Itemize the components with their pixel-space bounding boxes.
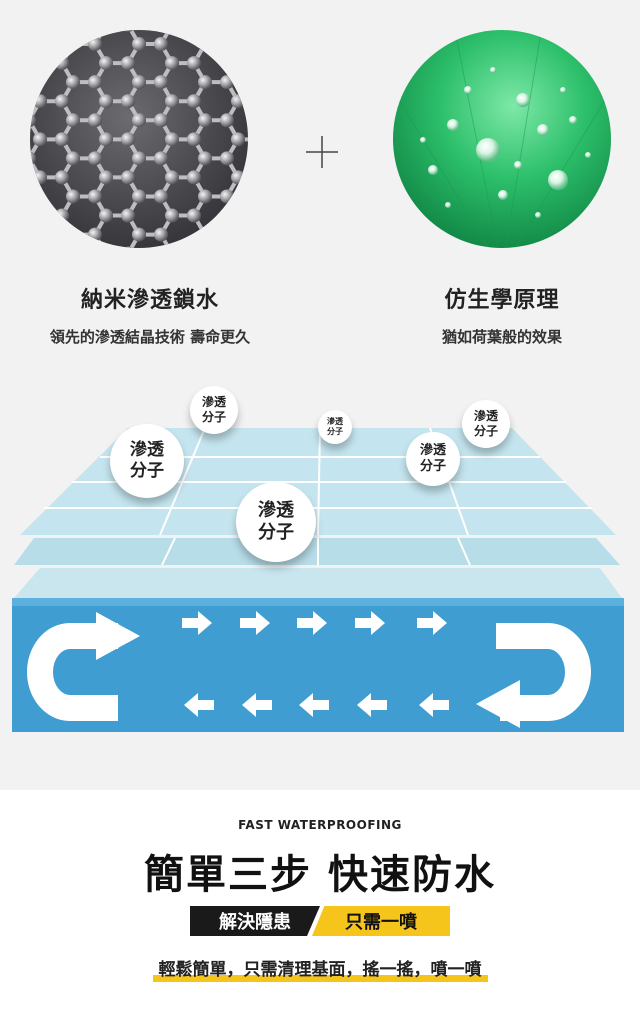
- feature-caption-1: 納米滲透鎖水 領先的滲透結晶技術 壽命更久: [0, 282, 300, 347]
- flow-arrow-left: [299, 693, 329, 717]
- molecule-bubble: 滲透分子: [236, 482, 316, 562]
- molecule-bubble: 滲透分子: [406, 432, 460, 486]
- molecule-bubble: 滲透分子: [318, 410, 352, 444]
- plus-icon: [306, 136, 338, 168]
- flow-arrow-left: [357, 693, 387, 717]
- flow-arrow-left: [184, 693, 214, 717]
- molecule-bubble: 滲透分子: [462, 400, 510, 448]
- feature-subtitle: 領先的滲透結晶技術 壽命更久: [49, 328, 251, 346]
- molecule-bubble: 滲透分子: [190, 386, 238, 434]
- flow-arrow-left: [419, 693, 449, 717]
- footer-tagline: 輕鬆簡單，只需清理基面，搖一搖，噴一噴: [0, 955, 640, 982]
- tag-dark: 解決隱患: [190, 906, 320, 936]
- flow-arrow-right: [240, 611, 270, 635]
- feature-caption-2: 仿生學原理 猶如荷葉般的效果: [352, 282, 640, 347]
- graphene-image: [30, 30, 248, 248]
- feature-subtitle: 猶如荷葉般的效果: [441, 328, 562, 346]
- feature-title: 仿生學原理: [444, 288, 560, 313]
- flow-arrow-right: [182, 611, 212, 635]
- eyebrow-text: FAST WATERPROOFING: [238, 818, 402, 832]
- flow-arrow-right: [297, 611, 327, 635]
- flow-arrow-right: [417, 611, 447, 635]
- tag-yellow: 只需一噴: [312, 906, 450, 936]
- footer-text: 輕鬆簡單，只需清理基面，搖一搖，噴一噴: [152, 955, 488, 982]
- headline: 簡單三步 快速防水: [144, 852, 496, 898]
- molecule-bubble: 滲透分子: [110, 424, 184, 498]
- waterproof-layer-diagram: [12, 427, 624, 732]
- lotus-leaf-image: [393, 30, 611, 248]
- flow-arrow-left: [242, 693, 272, 717]
- feature-title: 納米滲透鎖水: [80, 288, 219, 313]
- flow-arrow-right: [355, 611, 385, 635]
